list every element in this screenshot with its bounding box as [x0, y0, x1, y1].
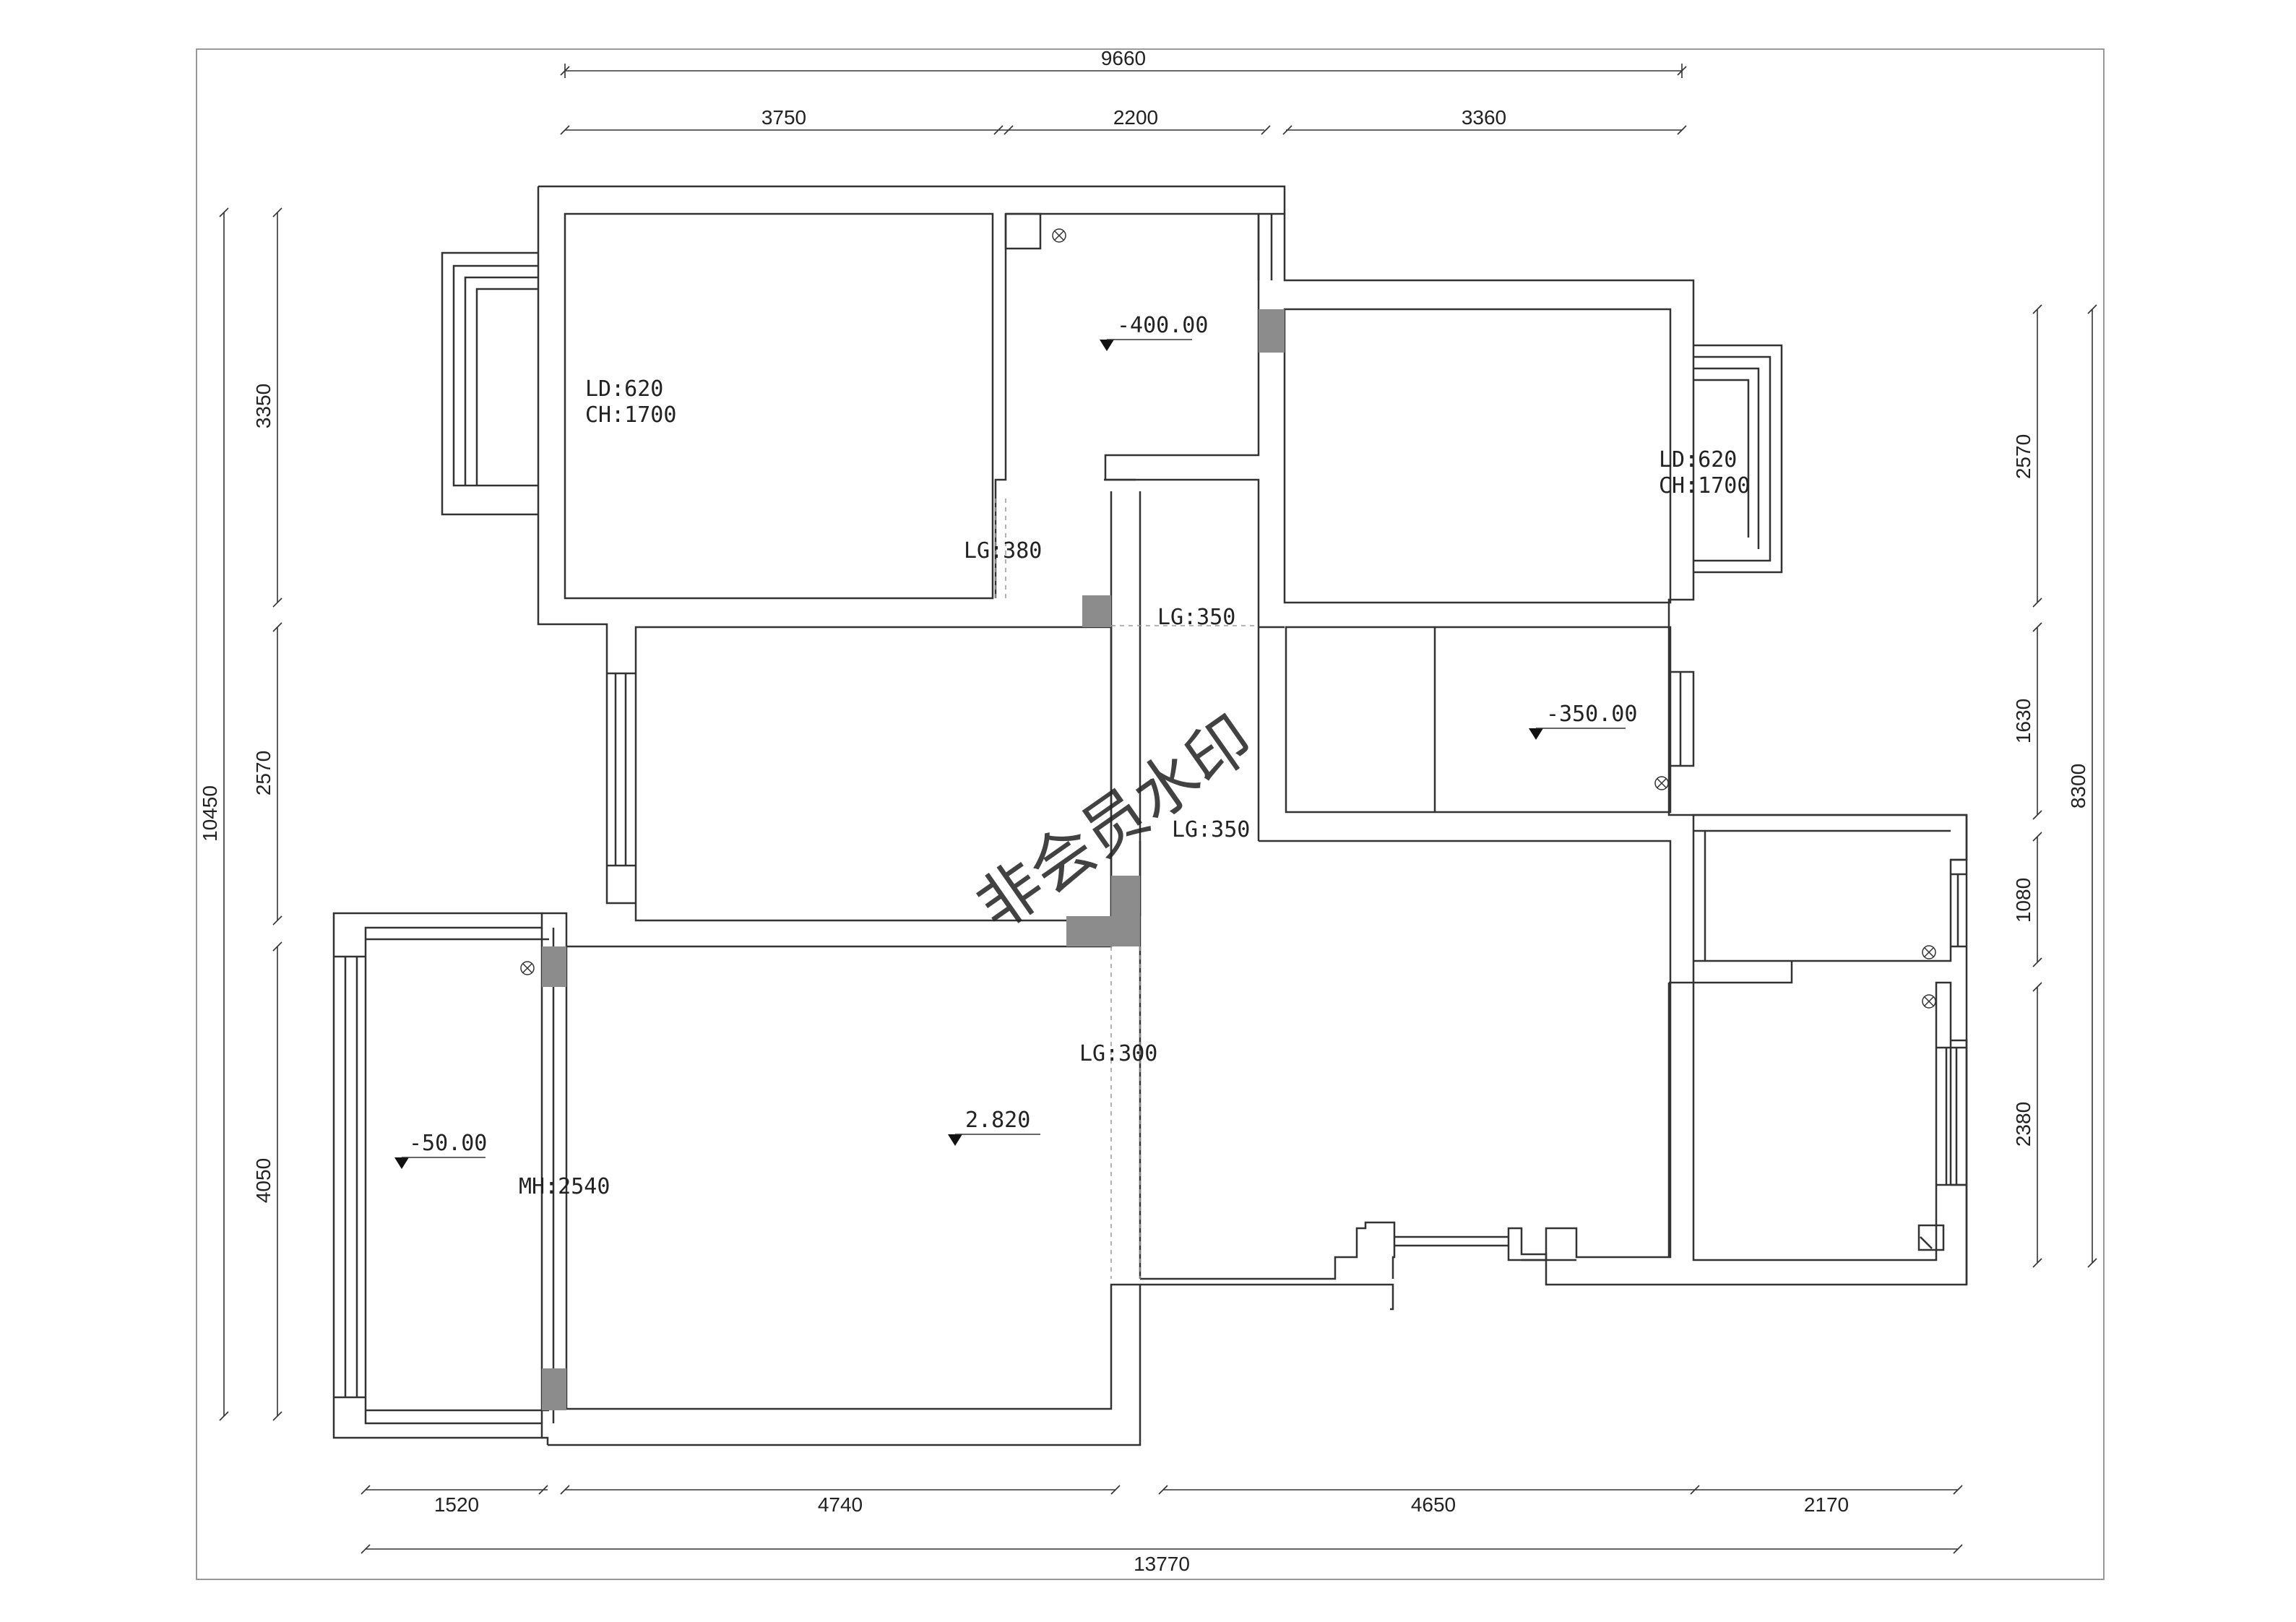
- balcony-left-wall: [540, 912, 568, 1445]
- level-value: -350.00: [1546, 702, 1637, 727]
- dim-bottom-seg: 1520: [434, 1493, 479, 1516]
- floor-drain-icon: [520, 961, 535, 975]
- level-marker: -50.00: [394, 1131, 487, 1169]
- bay-window-left: [441, 251, 538, 516]
- columns: [542, 309, 1285, 1410]
- bedroom-left: [564, 212, 994, 600]
- wall-bedroom-left-surround: [537, 186, 636, 905]
- dim-right-total: 8300: [2067, 764, 2089, 808]
- bath-fixture: [1004, 212, 1042, 250]
- level-value: -50.00: [409, 1131, 487, 1156]
- balcony-left: [332, 912, 549, 1439]
- window-right-bath: [1670, 670, 1695, 767]
- note-mh: MH:2540: [519, 1174, 610, 1199]
- drawing-frame: [196, 48, 2105, 1580]
- window-kitchen: [1936, 1046, 1967, 1186]
- note-ld: LD:620: [1659, 447, 1737, 473]
- level-markers: -400.00 -350.00 -50.00 2.820: [394, 313, 1637, 1169]
- entry-steps: [1140, 1221, 1509, 1311]
- level-value: 2.820: [965, 1108, 1030, 1133]
- floor-drain-icon: [1654, 776, 1669, 790]
- dim-right-seg: 2570: [2012, 434, 2034, 479]
- dim-right-seg: 1080: [2012, 878, 2034, 923]
- living-lower: [548, 946, 1141, 1446]
- column: [1111, 876, 1140, 946]
- floor-drain-icon: [1052, 228, 1066, 243]
- column: [1259, 309, 1285, 353]
- room-notes: LD:620 CH:1700 LD:620 CH:1700 LG:380 LG:…: [519, 376, 1750, 1199]
- dim-bottom-total: 13770: [1134, 1553, 1190, 1575]
- bedroom-middle: [634, 626, 1113, 922]
- dim-bottom-seg: 4740: [818, 1493, 863, 1516]
- bedroom-right: [1283, 308, 1672, 604]
- note-lg: LG:300: [1079, 1041, 1157, 1066]
- dim-left-seg: 3350: [252, 384, 275, 428]
- window-middle: [607, 672, 636, 867]
- floor-drain-icon: [1922, 945, 1936, 959]
- dim-top-seg: 2200: [1113, 106, 1158, 129]
- wall-bedroom-left-outer: [538, 185, 1968, 1286]
- bath-right: [1285, 626, 1672, 814]
- level-marker: 2.820: [948, 1108, 1040, 1146]
- dim-bottom-seg: 2170: [1804, 1493, 1849, 1516]
- dim-top-seg: 3360: [1462, 106, 1506, 129]
- door-openings: [995, 499, 1259, 1279]
- dim-left-seg: 2570: [252, 751, 275, 795]
- window-utility: [1951, 858, 1967, 948]
- level-marker: -400.00: [1100, 313, 1208, 351]
- note-lg: LG:380: [964, 538, 1042, 564]
- floor-drains: [520, 228, 1936, 1009]
- dim-right-seg: 1630: [2012, 699, 2034, 743]
- note-ch: CH:1700: [1659, 473, 1750, 499]
- column: [1082, 595, 1111, 627]
- level-value: -400.00: [1117, 313, 1208, 338]
- column: [542, 946, 566, 987]
- window-top-bath: [1257, 212, 1285, 280]
- dim-right-seg: 2380: [2012, 1102, 2034, 1147]
- dim-top-seg: 3750: [761, 106, 806, 129]
- bay-window-right: [1693, 344, 1783, 574]
- dim-bottom-seg: 4650: [1411, 1493, 1456, 1516]
- column: [542, 1368, 566, 1410]
- column: [1066, 916, 1111, 946]
- dim-top-total: 9660: [1101, 47, 1146, 69]
- dim-left-total: 10450: [199, 785, 221, 842]
- level-marker: -350.00: [1529, 702, 1637, 740]
- fixture-kitchen: [1917, 1224, 1945, 1251]
- dim-left-seg: 4050: [252, 1158, 275, 1203]
- floor-drain-icon: [1922, 994, 1936, 1009]
- note-lg: LG:350: [1157, 605, 1235, 630]
- note-lg: LG:350: [1172, 817, 1250, 842]
- corridor: [1104, 478, 1285, 1279]
- dimension-labels: 9660 3750 2200 3360 1520 4740 4650 2170 …: [199, 47, 2089, 1575]
- note-ld: LD:620: [585, 376, 663, 402]
- note-ch: CH:1700: [585, 402, 676, 428]
- dimension-lines: [219, 64, 2097, 1554]
